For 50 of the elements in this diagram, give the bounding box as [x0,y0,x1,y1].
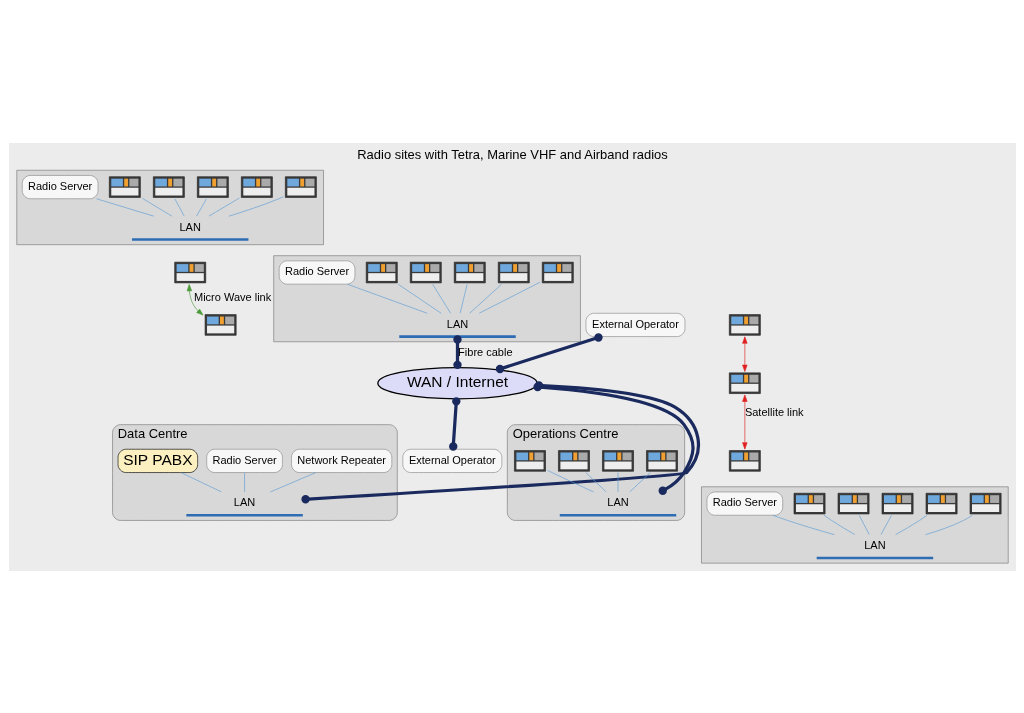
connector [894,514,927,535]
node-box: Network Repeater [290,448,392,473]
connector [459,283,467,314]
connector [468,283,502,314]
connector [346,283,428,314]
edge-label: Satellite link [744,405,804,418]
connector [195,198,207,216]
connector [243,471,245,492]
connector [431,283,451,314]
node-text: LAN [179,220,201,233]
connector [478,281,540,314]
arrow [741,336,747,372]
connector [823,514,855,535]
connector [617,471,618,492]
cluster [700,485,1009,563]
node-box: External Operator [585,312,685,337]
connector [174,198,185,216]
arrow [741,394,747,449]
connector [880,514,892,535]
edge-label: Micro Wave link [193,290,271,303]
node-box: External Operator [401,448,502,473]
connector [584,471,606,492]
node-text: LAN [233,495,255,508]
connector [495,332,603,373]
connector [546,469,594,492]
connector [208,197,240,216]
connector [95,197,154,216]
connector [772,514,835,535]
edge-label: Fibre cable [457,345,513,358]
connector [141,197,172,216]
cluster [15,169,324,245]
node-box: Radio Server [706,491,783,516]
connector [180,471,222,492]
node-box: SIP PABX [117,448,198,473]
connector [269,471,316,492]
node-box: Radio Server [205,448,283,473]
node-box: Radio Server [278,260,355,284]
connector [629,471,651,492]
connector [452,334,462,369]
node-box: Radio Server [21,174,98,199]
connector [397,283,441,314]
connector [448,396,460,451]
node-text: LAN [446,317,468,330]
connector [228,196,284,217]
connector [924,514,972,535]
arrow [186,283,203,315]
node-text: LAN [606,495,629,508]
node-text: LAN [863,538,886,551]
diagram-title: Radio sites with Tetra, Marine VHF and Airband radios [356,146,668,162]
connector [858,514,869,535]
